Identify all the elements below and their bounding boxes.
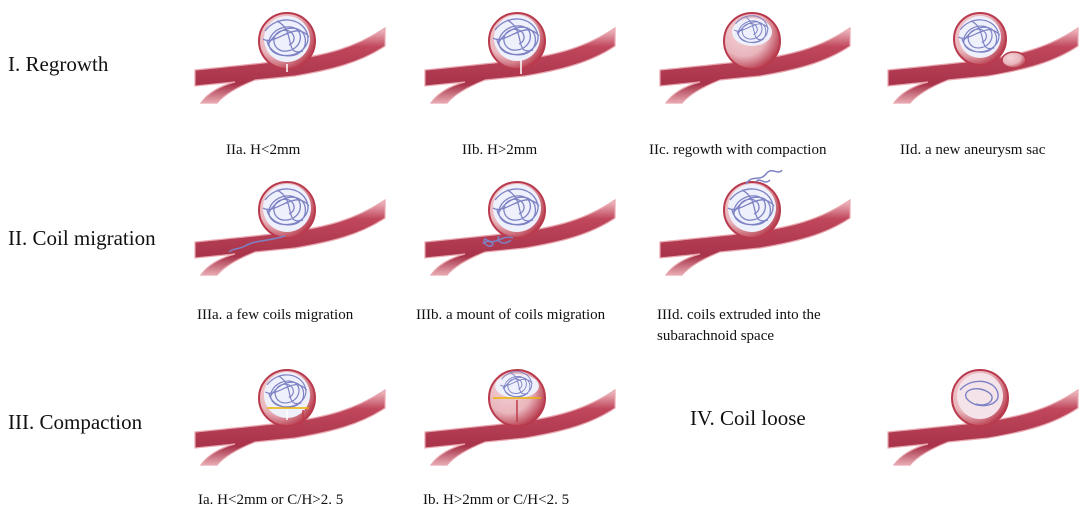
illustration-iid bbox=[887, 8, 1079, 104]
illustration-iia bbox=[194, 8, 386, 104]
illustration-ia bbox=[194, 369, 386, 466]
caption-iiib: IIIb. a mount of coils migration bbox=[416, 307, 606, 323]
caption-iib: IIb. H>2mm bbox=[462, 142, 538, 158]
caption-ib: Ib. H>2mm or C/H<2. 5 bbox=[423, 492, 570, 508]
illustration-ib bbox=[424, 369, 616, 466]
row-label-regrowth: I. Regrowth bbox=[8, 52, 109, 76]
caption-iic: IIc. regowth with compaction bbox=[649, 142, 827, 158]
illustration-iiid bbox=[659, 169, 851, 276]
illustration-iiia bbox=[194, 180, 386, 276]
row-label-coil-loose: IV. Coil loose bbox=[690, 406, 806, 430]
caption-ia: Ia. H<2mm or C/H>2. 5 bbox=[198, 492, 344, 508]
illustration-iib bbox=[424, 8, 616, 104]
illustration-iic bbox=[659, 8, 851, 104]
caption-iiid-line1: IIId. coils extruded into the bbox=[657, 307, 821, 323]
caption-iia: IIa. H<2mm bbox=[226, 142, 301, 158]
illustration-iiib bbox=[424, 180, 616, 276]
row-label-compaction: III. Compaction bbox=[8, 410, 143, 434]
caption-iiia: IIIa. a few coils migration bbox=[197, 307, 354, 323]
caption-iiid-line2: subarachnoid space bbox=[657, 328, 775, 344]
caption-iid: IId. a new aneurysm sac bbox=[900, 142, 1046, 158]
illustration-coil-loose bbox=[887, 369, 1079, 466]
row-label-coil-migration: II. Coil migration bbox=[8, 226, 156, 250]
